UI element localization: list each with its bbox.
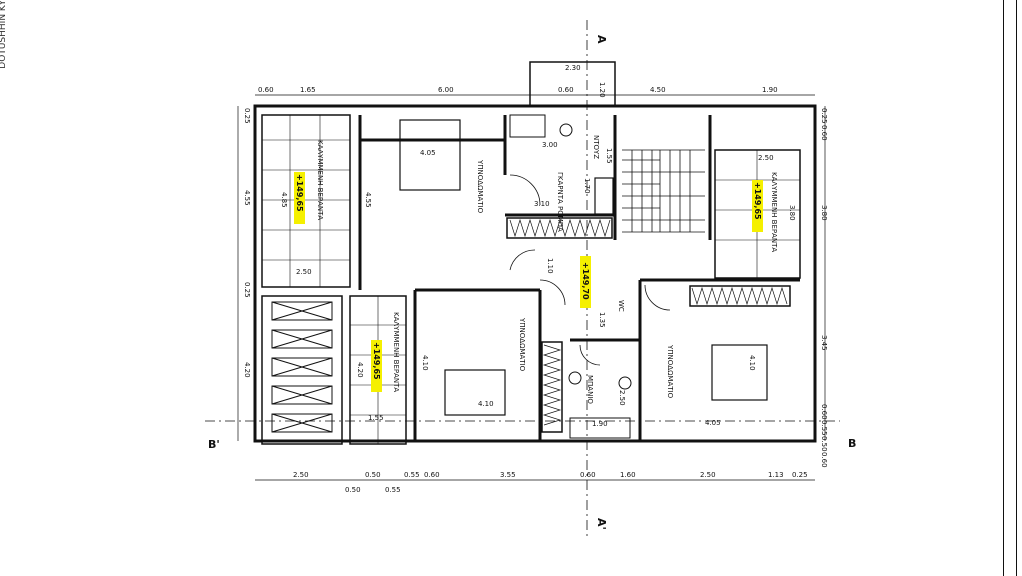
dim-left-3: 0.25 <box>243 282 251 298</box>
room-wc: WC <box>617 300 625 312</box>
room-bedroom-top: ΥΠΝΟΔΩΜΑΤΙΟ <box>476 159 484 214</box>
dim-top-1: 0.60 <box>258 86 274 94</box>
room-veranda-left: ΚΑΛΥΜΜΕΝΗ ΒΕΡΑΝΤΑ <box>316 140 324 220</box>
dim-inner-8: 1.70 <box>583 178 591 194</box>
dim-top-2: 1.65 <box>300 86 316 94</box>
dim-inner-13: 4.20 <box>356 362 364 378</box>
veranda-left-bottom <box>261 295 343 445</box>
dim-right-8: 0.60 <box>820 452 828 468</box>
room-wardrobe: ΓΚΑΡΝΤΑ ΡΟΜΠΑ <box>556 172 564 232</box>
room-closet: ΝΤΟΥΖ <box>592 135 600 159</box>
outer-wall <box>253 104 817 443</box>
dim-inner-3: 4.85 <box>280 192 288 208</box>
dim-inner-15: 1.90 <box>592 420 608 428</box>
dim-inner-6: 1.55 <box>605 148 613 164</box>
dim-bottom-8: 2.50 <box>700 471 716 479</box>
page-border-line <box>1003 0 1004 576</box>
room-bedroom-bottom-right: ΥΠΝΟΔΩΜΑΤΙΟ <box>666 344 674 399</box>
dim-inner-11: 4.10 <box>421 355 429 371</box>
dim-inner-2: 4.55 <box>364 192 372 208</box>
dim-bottom-3: 0.55 <box>404 471 420 479</box>
dim-top-4: 0.60 <box>558 86 574 94</box>
level-balcony-mid: +149,65 <box>372 342 381 380</box>
dim-top-5: 4.50 <box>650 86 666 94</box>
dim-bottom-2: 0.50 <box>365 471 381 479</box>
dim-top-small-1: 2.30 <box>565 64 581 72</box>
dim-inner-5: 3.00 <box>542 141 558 149</box>
level-highlight-right <box>752 180 763 232</box>
level-highlight-main <box>580 256 591 308</box>
dim-inner-4: 2.50 <box>296 268 312 276</box>
dim-top-3: 6.00 <box>438 86 454 94</box>
dim-right-7: 0.50 <box>820 436 828 452</box>
room-veranda-right: ΚΑΛΥΜΜΕΝΗ ΒΕΡΑΝΤΑ <box>770 172 778 252</box>
stair-bump <box>529 61 616 107</box>
dim-right-6: 0.55 <box>820 420 828 436</box>
dim-inner-19: 2.50 <box>758 154 774 162</box>
dim-right-1: 0.25 <box>820 108 828 124</box>
dim-inner-18: 4.10 <box>748 355 756 371</box>
dim-left-2: 4.55 <box>243 190 251 206</box>
dim-inner-12: 4.10 <box>478 400 494 408</box>
room-veranda-mid: ΚΑΛΥΜΜΕΝΗ ΒΕΡΑΝΤΑ <box>392 312 400 392</box>
dim-right-2: 0.60 <box>820 125 828 141</box>
dim-bottom-1: 2.50 <box>293 471 309 479</box>
dim-inner-14: 1.55 <box>368 414 384 422</box>
dim-inner-16: 2.50 <box>618 390 626 406</box>
level-main: +149,70 <box>581 262 590 300</box>
dim-bottom-7: 1.60 <box>620 471 636 479</box>
section-b-left-label: B' <box>208 438 220 451</box>
section-a-top-label: A <box>595 35 608 44</box>
section-a-bottom-label: A' <box>595 518 608 530</box>
dim-right-3: 3.80 <box>820 205 828 221</box>
section-b-right-label: B <box>848 437 856 450</box>
dim-right-5: 0.60 <box>820 404 828 420</box>
dim-inner-7: 3.10 <box>534 200 550 208</box>
dim-bottom2-2: 0.55 <box>385 486 401 494</box>
dim-left-1: 0.25 <box>243 108 251 124</box>
dim-bottom-9: 1.13 <box>768 471 784 479</box>
dim-bottom-4: 0.60 <box>424 471 440 479</box>
level-highlight-mid <box>371 340 382 392</box>
bed-bottom-right <box>711 344 768 401</box>
bed-top <box>399 119 461 191</box>
dim-inner-17: 4.05 <box>705 419 721 427</box>
level-balcony-left: +149,65 <box>295 174 304 212</box>
dim-top-small-2: 1.20 <box>598 82 606 98</box>
level-balcony-right: +149,65 <box>753 182 762 220</box>
level-highlight-left <box>294 172 305 224</box>
dim-inner-10: 1.35 <box>598 312 606 328</box>
dim-inner-20: 3.80 <box>788 205 796 221</box>
dim-inner-9: 1.10 <box>546 258 554 274</box>
dim-right-4: 3.45 <box>820 335 828 351</box>
dim-inner-1: 4.05 <box>420 149 436 157</box>
dim-bottom-10: 0.25 <box>792 471 808 479</box>
dim-bottom-5: 3.55 <box>500 471 516 479</box>
dim-bottom2-1: 0.50 <box>345 486 361 494</box>
dim-top-6: 1.90 <box>762 86 778 94</box>
bed-bottom-left <box>444 369 506 416</box>
page-border-line-outer <box>1016 0 1017 576</box>
veranda-right <box>714 149 801 279</box>
dim-left-4: 4.20 <box>243 362 251 378</box>
room-bathroom: ΜΠΑΝΙΟ <box>586 375 594 404</box>
room-bedroom-bottom-left: ΥΠΝΟΔΩΜΑΤΙΟ <box>518 317 526 372</box>
dim-bottom-6: 0.60 <box>580 471 596 479</box>
veranda-left-top <box>261 114 351 288</box>
